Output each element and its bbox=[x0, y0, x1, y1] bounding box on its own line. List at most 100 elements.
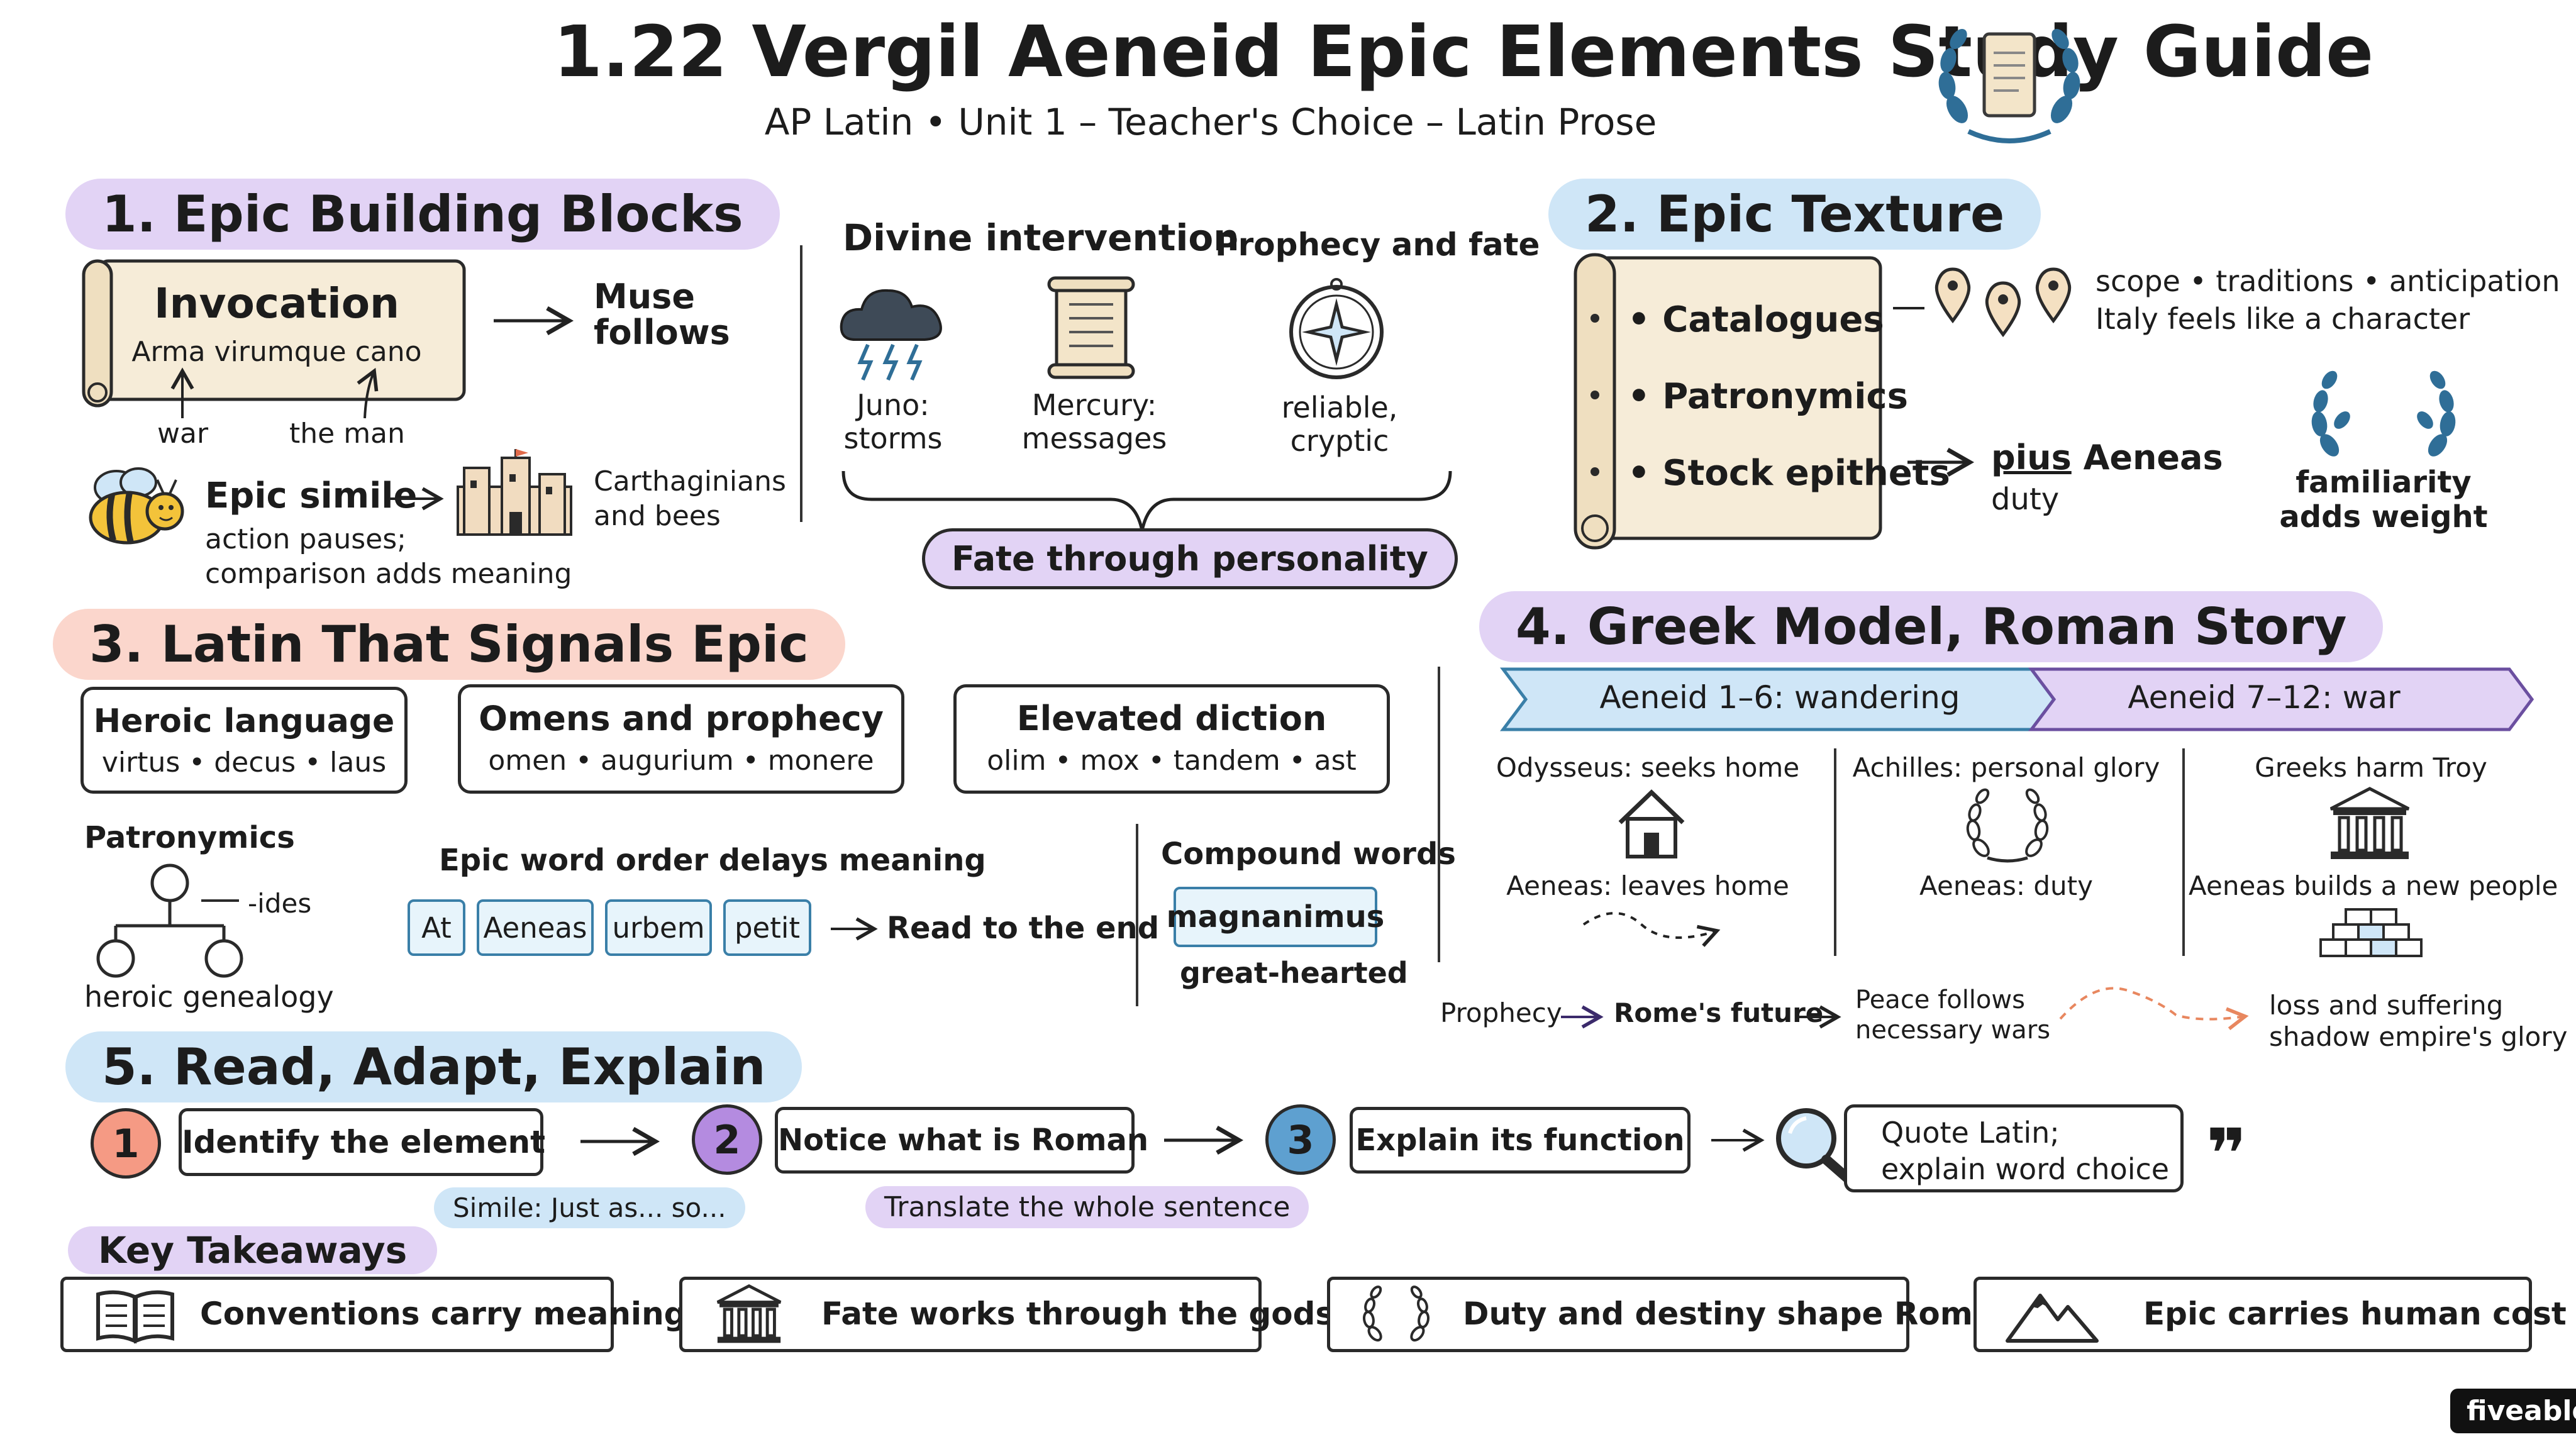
familiarity-adds-weight: familiarity adds weight bbox=[2279, 465, 2488, 535]
divider bbox=[1136, 824, 1138, 1006]
step-1-box: Identify the element bbox=[179, 1108, 545, 1176]
word-tag-petit: petit bbox=[723, 899, 811, 956]
arrow-prophecy bbox=[1561, 1005, 1604, 1029]
page-subtitle: AP Latin • Unit 1 – Teacher's Choice – L… bbox=[764, 101, 1657, 143]
col2-bottom: Aeneas: duty bbox=[1919, 870, 2093, 901]
pointer-arrows bbox=[170, 367, 379, 419]
divider bbox=[2182, 748, 2185, 956]
dashed-arrow-loss bbox=[2059, 987, 2249, 1031]
label-war: war bbox=[157, 418, 209, 450]
heroic-language-box: Heroic language virtus • decus • laus bbox=[80, 687, 408, 794]
step-2-box: Notice what is Roman bbox=[775, 1107, 1148, 1174]
genealogy-tree-icon bbox=[96, 863, 243, 978]
elevated-diction-box: Elevated diction olim • mox • tandem • a… bbox=[953, 684, 1390, 794]
prophecy-label: Prophecy bbox=[1440, 997, 1562, 1028]
heroic-language-words: virtus • decus • laus bbox=[101, 747, 387, 779]
storm-cloud-icon bbox=[840, 289, 942, 381]
section-1-heading: 1. Epic Building Blocks bbox=[65, 179, 780, 250]
label-the-man: the man bbox=[289, 418, 405, 450]
arrow-step-2 bbox=[1164, 1125, 1244, 1155]
word-tag-urbem: urbem bbox=[605, 899, 712, 956]
col1-bottom: Aeneas: leaves home bbox=[1506, 870, 1789, 901]
fiveable-logo: fiveable bbox=[2450, 1389, 2576, 1433]
word-tag-at: At bbox=[408, 899, 465, 956]
takeaway-1-label: Conventions carry meaning bbox=[200, 1296, 687, 1332]
simile-desc: action pauses; comparison adds meaning bbox=[205, 523, 572, 590]
step-1-circle: 1 bbox=[91, 1108, 161, 1179]
divine-title: Divine intervention bbox=[843, 216, 1240, 259]
arrow-step-1 bbox=[580, 1126, 660, 1157]
laurel-icon bbox=[1362, 1285, 1430, 1342]
laurel-scroll-icon bbox=[1938, 28, 2080, 143]
hint-simile: Simile: Just as... so... bbox=[434, 1187, 745, 1228]
map-pin-icons bbox=[1893, 267, 2072, 338]
takeaway-2 bbox=[679, 1277, 1262, 1352]
scroll-message-icon bbox=[1047, 276, 1135, 379]
loss-and-suffering: loss and suffering shadow empire's glory bbox=[2269, 990, 2568, 1053]
col1-top: Odysseus: seeks home bbox=[1496, 752, 1800, 783]
great-hearted: great-hearted bbox=[1180, 956, 1408, 990]
step-3-circle: 3 bbox=[1265, 1104, 1336, 1175]
read-to-the-end: Read to the end bbox=[887, 911, 1160, 946]
section-3-heading: 3. Latin That Signals Epic bbox=[53, 609, 845, 680]
heroic-language-title: Heroic language bbox=[93, 702, 395, 740]
texture-item-stock-epithets: • Stock epithets bbox=[1628, 453, 1950, 494]
scope-line-1: scope • traditions • anticipation bbox=[2096, 264, 2560, 298]
divider bbox=[1438, 667, 1440, 962]
section-5-heading: 5. Read, Adapt, Explain bbox=[65, 1031, 802, 1102]
arrow-rome bbox=[1799, 1005, 1841, 1029]
quote-latin-box: Quote Latin; explain word choice bbox=[1844, 1104, 2184, 1192]
temple-icon bbox=[716, 1284, 782, 1343]
arrow-to-pius bbox=[1907, 447, 1975, 477]
omens-words: omen • augurium • monere bbox=[488, 745, 874, 777]
texture-item-patronymics: • Patronymics bbox=[1628, 376, 1908, 417]
col2-top: Achilles: personal glory bbox=[1852, 752, 2160, 783]
section-2-heading: 2. Epic Texture bbox=[1548, 179, 2041, 250]
scope-line-2: Italy feels like a character bbox=[2096, 302, 2470, 336]
fate-through-personality-pill: Fate through personality bbox=[922, 528, 1458, 589]
heroic-genealogy: heroic genealogy bbox=[84, 980, 334, 1014]
muse-follows: Muse follows bbox=[594, 277, 730, 352]
word-tag-aeneas: Aeneas bbox=[477, 899, 594, 956]
key-takeaways-heading: Key Takeaways bbox=[68, 1226, 438, 1274]
magnanimus-tag: magnanimus bbox=[1167, 887, 1384, 947]
step-2-circle: 2 bbox=[692, 1104, 762, 1175]
book-icon bbox=[96, 1290, 174, 1344]
section-4-heading: 4. Greek Model, Roman Story bbox=[1479, 591, 2384, 662]
bricks-icon bbox=[2319, 908, 2423, 957]
ides-suffix: -ides bbox=[248, 888, 312, 919]
quote-latin-text: Quote Latin; explain word choice bbox=[1881, 1116, 2170, 1186]
arrow-to-muse bbox=[494, 306, 574, 336]
temple-icon bbox=[2329, 787, 2410, 859]
invocation-latin: Arma virumque cano bbox=[131, 336, 422, 368]
elevated-diction-title: Elevated diction bbox=[1016, 699, 1327, 738]
texture-scroll bbox=[1574, 253, 1882, 550]
banner-wandering: Aeneid 1–6: wandering bbox=[1599, 679, 1960, 716]
pius-aeneas: pius Aeneas bbox=[1991, 438, 2223, 477]
scroll-shape bbox=[82, 259, 466, 408]
takeaway-3 bbox=[1327, 1277, 1909, 1352]
takeaway-4-label: Epic carries human cost bbox=[2143, 1296, 2567, 1332]
arrow-read-end bbox=[831, 917, 878, 941]
reliable-cryptic: reliable, cryptic bbox=[1281, 391, 1398, 458]
brace bbox=[841, 470, 1452, 531]
compass-icon bbox=[1289, 278, 1384, 379]
takeaway-3-label: Duty and destiny shape Rome bbox=[1463, 1296, 1994, 1332]
col3-bottom: Aeneas builds a new people bbox=[2189, 870, 2558, 901]
patronymics-title: Patronymics bbox=[84, 820, 295, 855]
banner-war: Aeneid 7–12: war bbox=[2128, 679, 2401, 716]
invocation-title: Invocation bbox=[153, 279, 400, 328]
texture-item-catalogues: • Catalogues bbox=[1628, 299, 1884, 340]
carthaginians-and-bees: Carthaginians and bees bbox=[594, 465, 786, 532]
step-3-box: Explain its function bbox=[1350, 1107, 1690, 1174]
prophecy-title: Prophecy and fate bbox=[1215, 226, 1540, 263]
bee-icon bbox=[89, 467, 184, 545]
mercury-messages: Mercury: messages bbox=[1021, 388, 1167, 455]
hint-translate: Translate the whole sentence bbox=[865, 1186, 1309, 1228]
romes-future: Rome's future bbox=[1614, 997, 1824, 1028]
divider bbox=[800, 245, 802, 522]
juno-storms: Juno: storms bbox=[843, 388, 943, 455]
simile-title: Epic simile bbox=[205, 475, 418, 516]
col3-top: Greeks harm Troy bbox=[2255, 752, 2487, 783]
elevated-diction-words: olim • mox • tandem • ast bbox=[987, 745, 1357, 777]
